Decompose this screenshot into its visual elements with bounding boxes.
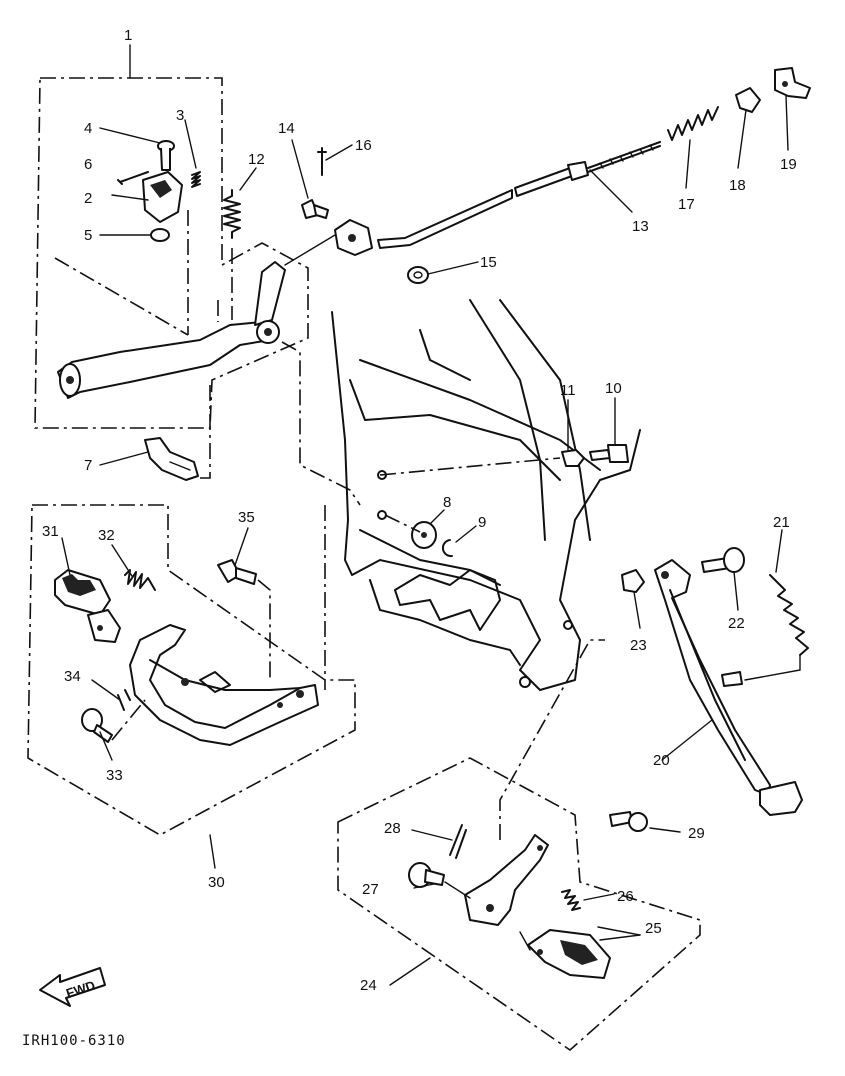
pivot-pin-part xyxy=(157,140,175,171)
sidestand-bolt-part xyxy=(701,547,745,573)
washer-15-part xyxy=(407,266,429,284)
pedal-tip-part xyxy=(142,171,183,223)
callout-19: 19 xyxy=(780,156,797,173)
group-30-dashed-boundary xyxy=(27,504,356,836)
frame-outline xyxy=(331,299,641,691)
callout-31: 31 xyxy=(42,523,59,540)
sidestand-nut-part xyxy=(621,569,645,593)
tip-spring-part xyxy=(191,171,201,188)
footrest-pin-33-part xyxy=(81,708,113,743)
drawing-code: IRH100-6310 xyxy=(22,1033,126,1049)
callout-21: 21 xyxy=(773,514,790,531)
callout-12: 12 xyxy=(248,151,265,168)
footrest-peg-31-part xyxy=(54,569,121,643)
callout-34: 34 xyxy=(64,668,81,685)
bolt-35-part xyxy=(217,559,257,585)
callout-6: 6 xyxy=(84,156,92,173)
rear-footrest-arm-part xyxy=(464,834,549,926)
callout-23: 23 xyxy=(630,637,647,654)
rod-end-joint-part xyxy=(334,219,373,256)
shift-pivot-bolt-part xyxy=(144,437,199,481)
pedal-return-spring-part xyxy=(223,189,241,239)
callout-15: 15 xyxy=(480,254,497,271)
callout-29: 29 xyxy=(688,825,705,842)
callout-9: 9 xyxy=(478,514,486,531)
group-1-dashed-boundary xyxy=(34,77,309,429)
callout-35: 35 xyxy=(238,509,255,526)
callout-11: 11 xyxy=(560,382,576,399)
callout-5: 5 xyxy=(84,227,92,244)
cotter-pin-34-part xyxy=(117,689,131,711)
cotter-pin-6-part xyxy=(117,171,149,185)
shift-pedal-part xyxy=(57,261,286,399)
rod-collar-part xyxy=(735,87,761,113)
bolt-10-part xyxy=(589,444,629,463)
callout-24: 24 xyxy=(360,977,377,994)
sidestand-spring-part xyxy=(769,574,809,656)
leader-lines xyxy=(61,95,789,941)
callout-1: 1 xyxy=(124,27,132,44)
callout-3: 3 xyxy=(176,107,184,124)
callout-labels: 1 2 3 4 5 6 7 8 9 10 11 12 13 14 15 16 1… xyxy=(42,27,797,994)
callout-27: 27 xyxy=(362,881,379,898)
bolt-29-part xyxy=(609,811,648,832)
wing-nut-part xyxy=(774,67,811,99)
callout-25: 25 xyxy=(645,920,662,937)
cotter-pin-28-part xyxy=(449,824,467,859)
nut-11-part xyxy=(561,449,585,467)
callout-30: 30 xyxy=(208,874,225,891)
group-24-dashed-boundary xyxy=(337,757,701,1052)
rear-peg-spring-part xyxy=(561,889,581,911)
callout-26: 26 xyxy=(617,888,634,905)
forward-direction-arrow: FWD xyxy=(39,967,106,1007)
rod-spring-part xyxy=(667,106,719,141)
callout-18: 18 xyxy=(729,177,746,194)
callout-28: 28 xyxy=(384,820,401,837)
callout-14: 14 xyxy=(278,120,295,137)
callout-20: 20 xyxy=(653,752,670,769)
footrest-bracket-part xyxy=(129,624,319,746)
callout-4: 4 xyxy=(84,120,92,137)
rod-joint-bolt-part xyxy=(301,199,329,219)
callout-10: 10 xyxy=(605,380,622,397)
callout-13: 13 xyxy=(632,218,649,235)
circlip-9-part xyxy=(441,539,453,558)
callout-22: 22 xyxy=(728,615,745,632)
washer-5-part xyxy=(150,228,170,242)
callout-33: 33 xyxy=(106,767,123,784)
rear-peg-part xyxy=(527,929,611,979)
peg-spring-32-part xyxy=(124,569,156,591)
callout-17: 17 xyxy=(678,196,695,213)
callout-7: 7 xyxy=(84,457,92,474)
callout-32: 32 xyxy=(98,527,115,544)
rear-footrest-pin-part xyxy=(408,862,445,888)
callout-2: 2 xyxy=(84,190,92,207)
shift-rod-part xyxy=(377,141,661,249)
callout-16: 16 xyxy=(355,137,372,154)
cotter-pin-16-part xyxy=(317,147,327,176)
sidestand-part xyxy=(654,559,803,816)
callout-8: 8 xyxy=(443,494,451,511)
